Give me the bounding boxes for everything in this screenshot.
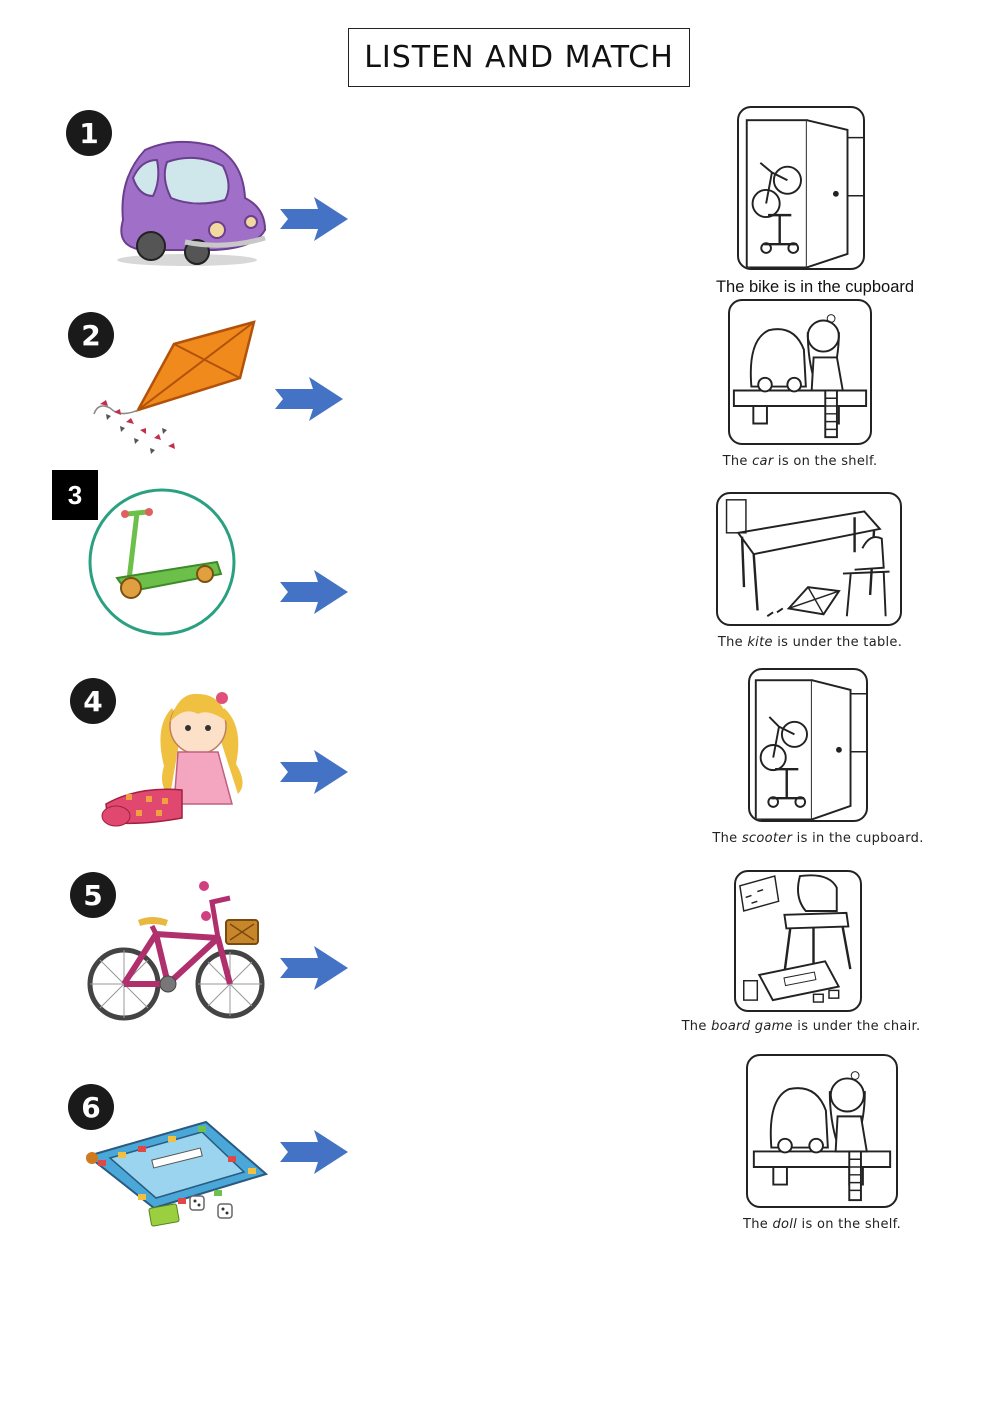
right-arrow-icon [280,1130,348,1174]
board-game-icon [85,1120,268,1227]
table-icon [725,499,890,618]
caption-6: The doll is on the shelf. [742,1217,902,1232]
scene-doll-shelf [746,1054,898,1208]
caption-4: The scooter is in the cupboard. [712,831,924,846]
scene-scooter-cupboard [748,668,868,822]
right-arrow-icon [275,377,343,421]
cupboard-icon [754,679,866,820]
chair-icon [739,874,852,1003]
shelf-icon [752,1071,892,1202]
item-number-1: 1 [66,110,112,156]
worksheet-title: LISTEN AND MATCH [348,28,690,87]
right-arrow-icon [280,750,348,794]
right-arrow-icon [280,946,348,990]
scene-car-shelf [728,299,872,445]
item-number-6: 6 [68,1084,114,1130]
scene-bike-cupboard [737,106,865,270]
right-arrow-icon [280,570,348,614]
scooter-icon [88,488,236,636]
caption-2: The car is on the shelf. [722,454,878,469]
item-number-2: 2 [68,312,114,358]
shelf-icon [732,314,868,439]
doll-icon [101,692,243,827]
item-number-5: 5 [70,872,116,918]
caption-3: The kite is under the table. [717,635,903,650]
caption-1: The bike is in the cupboard [715,278,915,296]
kite-icon [93,320,256,454]
item-number-4: 4 [70,678,116,724]
scene-kite-table [716,492,902,626]
car-icon [117,140,267,266]
item-number-3: 3 [52,470,98,520]
cupboard-icon [745,119,863,268]
scene-boardgame-chair [734,870,862,1012]
right-arrow-icon [280,197,348,241]
bike-icon [87,881,265,1021]
caption-5: The board game is under the chair. [681,1019,921,1034]
